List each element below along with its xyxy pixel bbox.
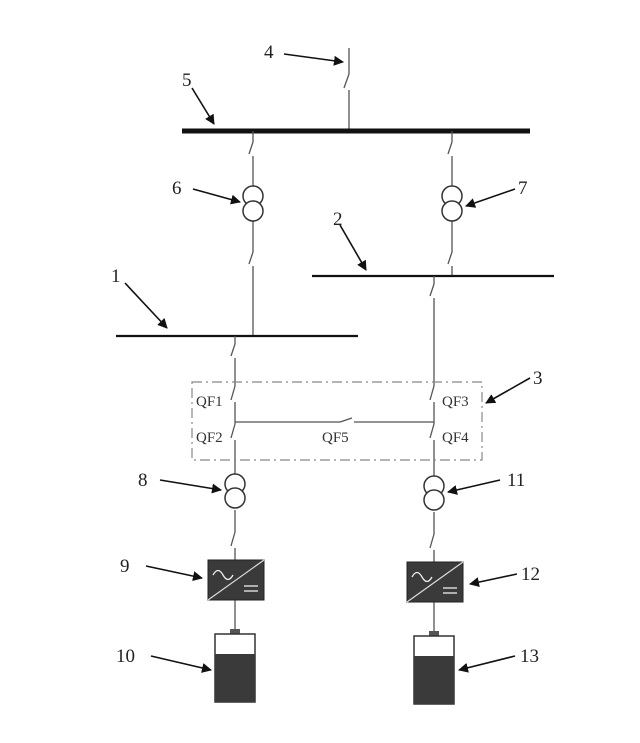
label-qf4: QF4	[442, 430, 469, 446]
label-4: 4	[264, 42, 274, 63]
battery-10	[214, 629, 256, 703]
left-lower-feeder	[230, 336, 236, 632]
arrow-13	[458, 655, 516, 673]
label-9: 9	[120, 556, 130, 577]
tie-line-qf5	[235, 417, 434, 423]
label-7: 7	[518, 178, 528, 199]
label-12: 12	[521, 564, 540, 585]
right-upper-feeder	[447, 131, 453, 276]
label-11: 11	[507, 470, 525, 491]
label-qf2: QF2	[196, 430, 223, 446]
arrow-2	[339, 224, 367, 271]
arrow-1	[124, 282, 168, 329]
battery-13	[413, 631, 455, 705]
label-qf1: QF1	[196, 394, 223, 410]
transformer-6	[242, 185, 264, 222]
arrow-6	[192, 188, 241, 205]
arrow-7	[465, 188, 516, 208]
arrow-10	[150, 655, 212, 673]
converter-12	[406, 561, 464, 603]
arrow-4	[283, 53, 344, 66]
label-13: 13	[520, 646, 539, 667]
left-upper-feeder	[248, 131, 254, 336]
arrow-5	[191, 87, 215, 125]
transformer-7	[441, 185, 463, 222]
transformer-8	[224, 473, 246, 509]
arrow-12	[469, 573, 518, 588]
label-qf3: QF3	[442, 394, 469, 410]
transformer-11	[423, 475, 445, 511]
right-lower-feeder	[429, 276, 435, 634]
arrow-9	[145, 565, 203, 582]
label-qf5: QF5	[322, 430, 349, 446]
converter-9	[207, 559, 265, 601]
label-8: 8	[138, 470, 148, 491]
label-10: 10	[116, 646, 135, 667]
arrow-11	[447, 479, 501, 495]
label-2: 2	[333, 209, 343, 230]
label-3: 3	[533, 368, 543, 389]
arrow-8	[159, 479, 222, 494]
label-6: 6	[172, 178, 182, 199]
label-5: 5	[182, 70, 192, 91]
arrow-3	[485, 377, 531, 404]
label-1: 1	[111, 266, 121, 287]
incoming-switch	[343, 48, 350, 131]
switchgear-box	[191, 381, 483, 461]
